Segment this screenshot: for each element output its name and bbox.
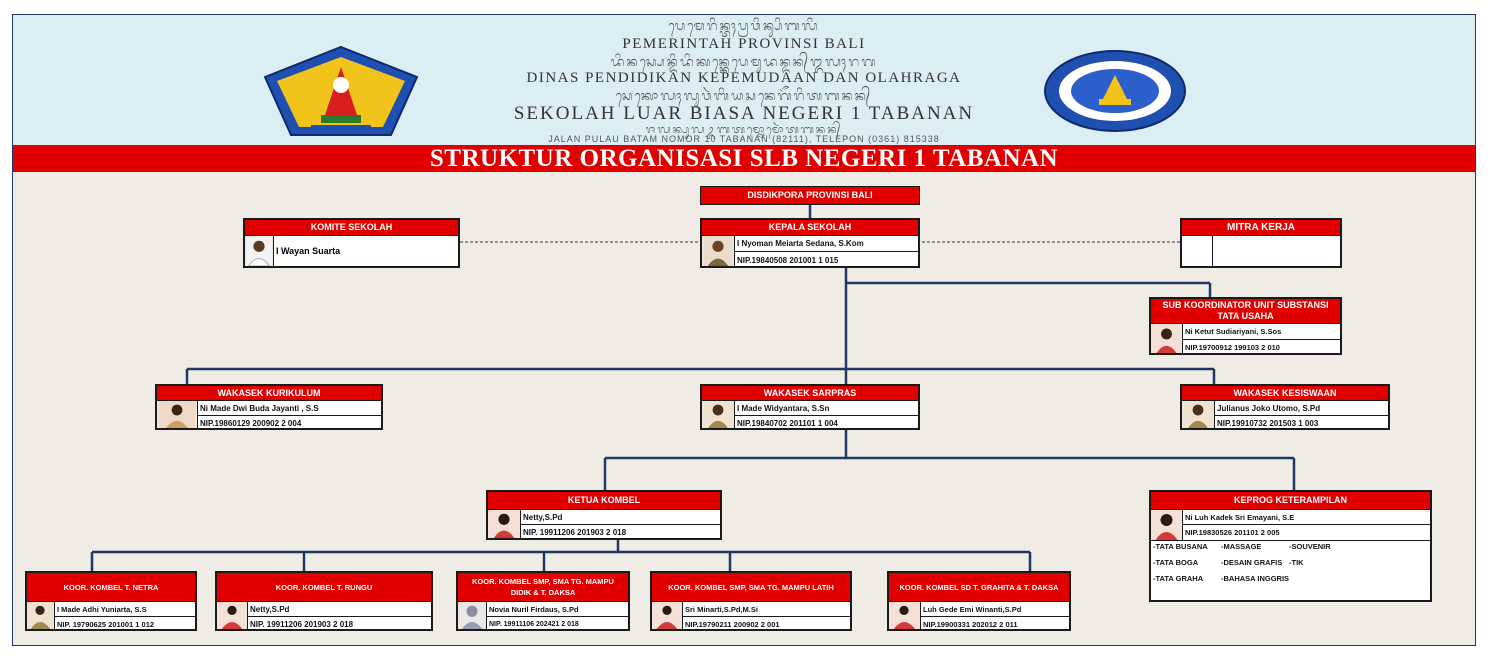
- node-name: I Made Widyantara, S.Sn: [734, 401, 918, 416]
- node-nip: NIP.19840508 201001 1 015: [737, 255, 839, 265]
- node-name: Julianus Joko Utomo, S.Pd: [1214, 401, 1388, 416]
- header-school: SEKOLAH LUAR BIASA NEGERI 1 TABANAN: [513, 103, 975, 124]
- node-name: Ni Luh Kadek Sri Emayani, S.E: [1182, 510, 1430, 525]
- avatar: [1151, 510, 1183, 540]
- node-title: KOOR. KOMBEL T. RUNGU: [217, 573, 431, 602]
- node-title: DISDIKPORA PROVINSI BALI: [701, 187, 919, 204]
- node-title: WAKASEK KURIKULUM: [157, 386, 381, 401]
- node-title: KETUA KOMBEL: [488, 492, 720, 510]
- node-nip: NIP.19700912 199103 2 010: [1185, 343, 1280, 352]
- node-name: Sri Minarti,S.Pd,M.Si: [682, 602, 850, 617]
- node-name: Ni Made Dwi Buda Jayanti , S.S: [197, 401, 381, 416]
- balinese-line-1: ᬧᬾᬫᬾᬭᬶᬦ᭄ᬢᬄᬧ᭄ᬭᬯᬶᬦ᭄ᬲᬶᬩᬮᬶ: [668, 19, 820, 34]
- node-kepala-sekolah: KEPALA SEKOLAH I Nyoman Meiarta Sedana, …: [700, 218, 920, 268]
- node-title: KOOR. KOMBEL T. NETRA: [27, 573, 195, 602]
- skill-item: -TATA BOGA: [1153, 558, 1199, 567]
- node-nip: NIP. 19911206 201903 2 018: [523, 528, 627, 537]
- avatar: [1182, 401, 1215, 428]
- node-ketua-kombel: KETUA KOMBEL Netty,S.Pd NIP. 19911206 20…: [486, 490, 722, 540]
- node-title: KOOR. KOMBEL SMP, SMA TG. MAMPU LATIH: [652, 573, 850, 602]
- node-name: Netty,S.Pd: [247, 602, 431, 617]
- node-disdikpora: DISDIKPORA PROVINSI BALI: [700, 186, 920, 205]
- bali-province-logo-icon: [263, 45, 419, 136]
- empty-photo-slot: [1182, 236, 1213, 266]
- node-nip: NIP. 19790625 201001 1 012: [57, 619, 155, 629]
- node-name: I Nyoman Meiarta Sedana, S.Kom: [734, 236, 918, 252]
- node-title: WAKASEK SARPRAS: [702, 386, 918, 401]
- header-address: JALAN PULAU BATAM NOMOR 10 TABANAN (8211…: [548, 134, 940, 144]
- node-keprog-keterampilan: KEPROG KETERAMPILAN Ni Luh Kadek Sri Ema…: [1149, 490, 1432, 602]
- chart-title-banner: STRUKTUR ORGANISASI SLB NEGERI 1 TABANAN: [13, 145, 1475, 172]
- node-koor-sd-grahita: KOOR. KOMBEL SD T. GRAHITA & T. DAKSA Lu…: [887, 571, 1071, 631]
- avatar: [652, 602, 683, 629]
- node-nip: NIP. 19911106 202421 2 018: [489, 620, 579, 628]
- skill-item: -DESAIN GRAFIS: [1221, 558, 1283, 567]
- node-name: I Wayan Suarta: [276, 246, 341, 256]
- node-title: SUB KOORDINATOR UNIT SUBSTANSI TATA USAH…: [1151, 299, 1340, 324]
- avatar: [245, 236, 274, 266]
- avatar: [458, 602, 487, 629]
- avatar: [217, 602, 248, 629]
- skill-item: -TIK: [1289, 558, 1304, 567]
- skill-item: -TATA GRAHA: [1153, 574, 1204, 583]
- node-subkoor-tu: SUB KOORDINATOR UNIT SUBSTANSI TATA USAH…: [1149, 297, 1342, 355]
- chart-title: STRUKTUR ORGANISASI SLB NEGERI 1 TABANAN: [429, 145, 1059, 172]
- node-title: KOOR. KOMBEL SMP, SMA TG. MAMPU DIDIK & …: [458, 573, 628, 602]
- header-province: PEMERINTAH PROVINSI BALI: [622, 36, 866, 52]
- node-nip: NIP.19860129 200902 2 004: [200, 418, 302, 428]
- skill-item: -SOUVENIR: [1289, 542, 1331, 551]
- school-logo-icon: [1044, 50, 1186, 132]
- node-wakasek-kurikulum: WAKASEK KURIKULUM Ni Made Dwi Buda Jayan…: [155, 384, 383, 430]
- balinese-line-4: ᬚᬮᬦ᭄ᬧᬸᬮᬉᬩᬢᬫ᭄ᬦᭀᬫᭀᬃᬢᬩᬦᬦ᭄: [645, 123, 843, 136]
- node-title: KOMITE SEKOLAH: [245, 220, 458, 236]
- avatar: [702, 236, 735, 266]
- node-nip: NIP. 19911206 201903 2 018: [250, 619, 354, 629]
- node-title: KEPROG KETERAMPILAN: [1151, 492, 1430, 510]
- node-nip: NIP.19830526 201101 2 005: [1185, 527, 1280, 537]
- node-title: WAKASEK KESISWAAN: [1182, 386, 1388, 401]
- balinese-line-3: ᬲᬾᬓᭀᬮᬄᬮᬸᬯᬃᬩᬶᬬᬲᬦᬾᬕᭂᬭᬶᬢᬩᬦᬦ᭄: [615, 89, 873, 104]
- avatar: [157, 401, 198, 428]
- node-name: I Made Adhi Yuniarta, S.S: [54, 602, 195, 617]
- node-name: Ni Ketut Sudiariyani, S.Sos: [1182, 324, 1340, 340]
- skill-item: -BAHASA INGGRIS: [1221, 574, 1290, 583]
- header-department: DINAS PENDIDIKAN KEPEMUDAAN DAN OLAHRAGA: [526, 70, 962, 86]
- node-koor-smp-latih: KOOR. KOMBEL SMP, SMA TG. MAMPU LATIH Sr…: [650, 571, 852, 631]
- letterhead: ᬧᬾᬫᬾᬭᬶᬦ᭄ᬢᬄᬧ᭄ᬭᬯᬶᬦ᭄ᬲᬶᬩᬮᬶ PEMERINTAH PROVIN…: [13, 15, 1475, 145]
- node-koor-smp-didik: KOOR. KOMBEL SMP, SMA TG. MAMPU DIDIK & …: [456, 571, 630, 631]
- node-mitra-kerja: MITRA KERJA: [1180, 218, 1342, 268]
- node-wakasek-kesiswaan: WAKASEK KESISWAAN Julianus Joko Utomo, S…: [1180, 384, 1390, 430]
- node-title: MITRA KERJA: [1182, 220, 1340, 236]
- avatar: [27, 602, 55, 629]
- node-name: Novia Nuril Firdaus, S.Pd: [486, 602, 628, 617]
- node-komite-sekolah: KOMITE SEKOLAH I Wayan Suarta: [243, 218, 460, 268]
- avatar: [488, 510, 521, 538]
- node-koor-rungu: KOOR. KOMBEL T. RUNGU Netty,S.Pd NIP. 19…: [215, 571, 433, 631]
- node-nip: NIP.19900331 202012 2 011: [923, 619, 1018, 629]
- skills-list: -TATA BUSANA -TATA BOGA -TATA GRAHA -MAS…: [1149, 538, 1432, 601]
- node-koor-netra: KOOR. KOMBEL T. NETRA I Made Adhi Yuniar…: [25, 571, 197, 631]
- avatar: [889, 602, 921, 629]
- node-name: Luh Gede Emi Winanti,S.Pd: [920, 602, 1069, 617]
- node-nip: NIP.19790211 200902 2 001: [685, 619, 780, 629]
- node-title: KOOR. KOMBEL SD T. GRAHITA & T. DAKSA: [889, 573, 1069, 602]
- node-nip: NIP.19910732 201503 1 003: [1217, 418, 1319, 428]
- skill-item: -MASSAGE: [1221, 542, 1262, 551]
- avatar: [702, 401, 735, 428]
- node-name: Netty,S.Pd: [520, 510, 720, 525]
- skill-item: -TATA BUSANA: [1153, 542, 1208, 551]
- node-title: KEPALA SEKOLAH: [702, 220, 918, 236]
- node-wakasek-sarpras: WAKASEK SARPRAS I Made Widyantara, S.Sn …: [700, 384, 920, 430]
- node-nip: NIP.19840702 201101 1 004: [737, 418, 838, 428]
- balinese-line-2: ᬤᬶᬦᬲ᭄ᬧᬾᬦ᭄ᬤᬶᬤᬶᬓᬦ᭄ᬓᬾᬧᬾᬫᬸᬤᬦ᭄ᬤᬦ᭄ᬑᬮᬄᬭᬕ: [610, 55, 878, 70]
- avatar: [1151, 324, 1183, 353]
